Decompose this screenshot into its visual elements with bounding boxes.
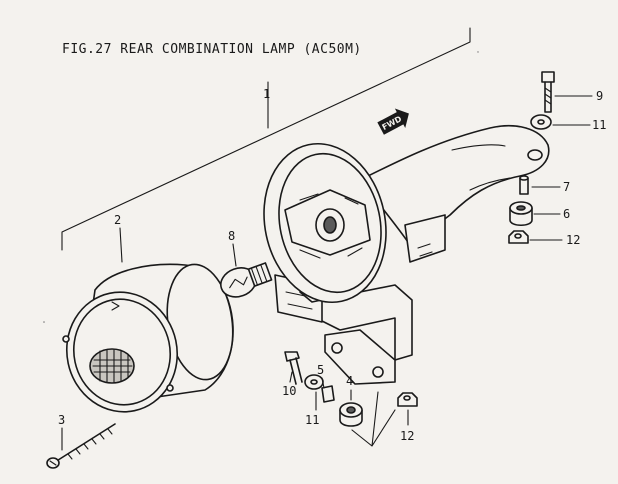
callout-1: 1	[263, 87, 270, 101]
cushion-lower	[339, 402, 363, 427]
callout-2: 2	[114, 213, 121, 227]
callout-3: 3	[58, 413, 65, 427]
callout-5: 5	[317, 363, 324, 377]
nut-lower	[397, 392, 418, 407]
collar	[519, 175, 529, 195]
callout-9: 9	[596, 89, 603, 103]
nut-right	[508, 230, 529, 244]
callout-12-right: 12	[566, 233, 580, 247]
leader-lines	[61, 95, 593, 451]
lens-grid-window	[89, 348, 135, 384]
mount-bolt	[541, 71, 555, 113]
callout-6: 6	[563, 207, 570, 221]
callout-11-upper: 11	[592, 118, 606, 132]
callout-8: 8	[228, 229, 235, 243]
callout-10: 10	[282, 384, 296, 398]
lamp-lens	[62, 263, 234, 413]
washer-lower	[304, 374, 324, 390]
fwd-arrow-icon: FWD	[377, 108, 409, 135]
assembly-bracket	[61, 27, 471, 251]
cushion	[509, 201, 533, 227]
callout-7: 7	[563, 180, 570, 194]
bulb	[220, 262, 273, 298]
lens-screw	[46, 423, 116, 469]
lamp-housing	[263, 124, 550, 385]
collar-lower	[321, 385, 335, 403]
callout-4: 4	[346, 374, 353, 388]
callout-11-lower: 11	[305, 413, 319, 427]
figure-title: FIG.27 REAR COMBINATION LAMP (AC50M)	[62, 42, 362, 57]
scan-specks	[43, 51, 479, 323]
washer-top	[530, 114, 552, 130]
bracket-bolt	[284, 351, 303, 385]
callout-labels: 1 2 3 4 5 6 7 8 9 10 11 11 12 12	[58, 87, 606, 443]
callout-12-lower: 12	[400, 429, 414, 443]
